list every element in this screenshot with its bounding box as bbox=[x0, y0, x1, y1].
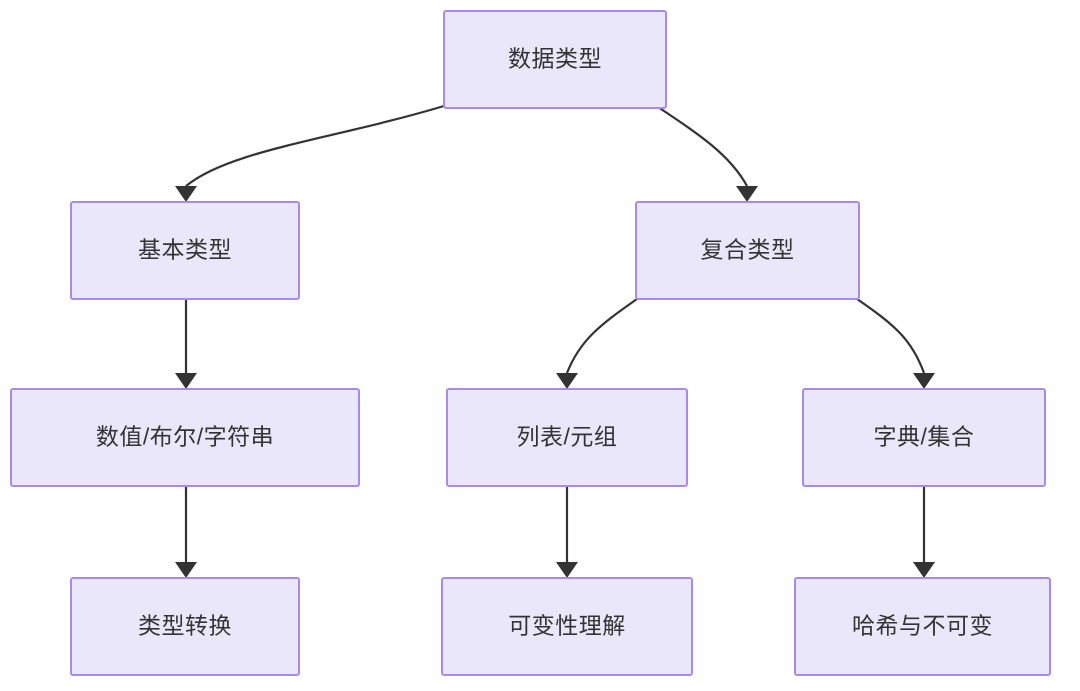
edge-mapping-to-hashable bbox=[913, 486, 935, 578]
edge-arrowhead bbox=[175, 373, 197, 389]
edge-arrowhead bbox=[913, 373, 935, 389]
node-hashable[interactable]: 哈希与不可变 bbox=[794, 577, 1051, 676]
edge-sequence-to-mutability bbox=[556, 486, 578, 578]
node-composite[interactable]: 复合类型 bbox=[635, 201, 860, 300]
node-sequence[interactable]: 列表/元组 bbox=[446, 388, 688, 487]
node-label: 类型转换 bbox=[138, 613, 232, 639]
node-label: 列表/元组 bbox=[517, 424, 618, 450]
edge-arrowhead bbox=[556, 562, 578, 578]
edge-root-to-basic bbox=[175, 104, 445, 202]
node-basic[interactable]: 基本类型 bbox=[70, 201, 300, 300]
node-label: 基本类型 bbox=[138, 237, 232, 263]
node-label: 数值/布尔/字符串 bbox=[96, 424, 274, 450]
edge-arrowhead bbox=[175, 562, 197, 578]
node-cast[interactable]: 类型转换 bbox=[70, 577, 300, 676]
node-box[interactable] bbox=[443, 10, 667, 109]
edge-arrowhead bbox=[175, 186, 197, 202]
node-label: 哈希与不可变 bbox=[852, 613, 993, 639]
node-box[interactable] bbox=[446, 388, 688, 487]
edge-line bbox=[657, 106, 748, 187]
node-box[interactable] bbox=[802, 388, 1046, 487]
node-label: 数据类型 bbox=[508, 46, 602, 72]
edge-line bbox=[185, 104, 445, 187]
edge-arrowhead bbox=[913, 562, 935, 578]
node-box[interactable] bbox=[441, 577, 693, 676]
node-root[interactable]: 数据类型 bbox=[443, 10, 667, 109]
node-box[interactable] bbox=[70, 201, 300, 300]
edge-root-to-composite bbox=[657, 106, 758, 202]
node-box[interactable] bbox=[70, 577, 300, 676]
edge-line bbox=[565, 298, 638, 374]
edge-composite-to-mapping bbox=[856, 298, 935, 389]
edge-arrowhead bbox=[556, 373, 578, 389]
edge-arrowhead bbox=[736, 186, 758, 202]
node-mapping[interactable]: 字典/集合 bbox=[802, 388, 1046, 487]
edge-line bbox=[856, 298, 926, 374]
node-scalar[interactable]: 数值/布尔/字符串 bbox=[10, 388, 360, 487]
edge-scalar-to-cast bbox=[175, 486, 197, 578]
node-label: 可变性理解 bbox=[508, 613, 626, 639]
edges-layer bbox=[175, 104, 935, 578]
edge-composite-to-sequence bbox=[556, 298, 638, 389]
node-box[interactable] bbox=[635, 201, 860, 300]
node-box[interactable] bbox=[794, 577, 1051, 676]
node-label: 字典/集合 bbox=[874, 424, 975, 450]
node-label: 复合类型 bbox=[701, 237, 795, 263]
node-box[interactable] bbox=[10, 388, 360, 487]
edge-basic-to-scalar bbox=[175, 299, 197, 389]
node-mutability[interactable]: 可变性理解 bbox=[441, 577, 693, 676]
